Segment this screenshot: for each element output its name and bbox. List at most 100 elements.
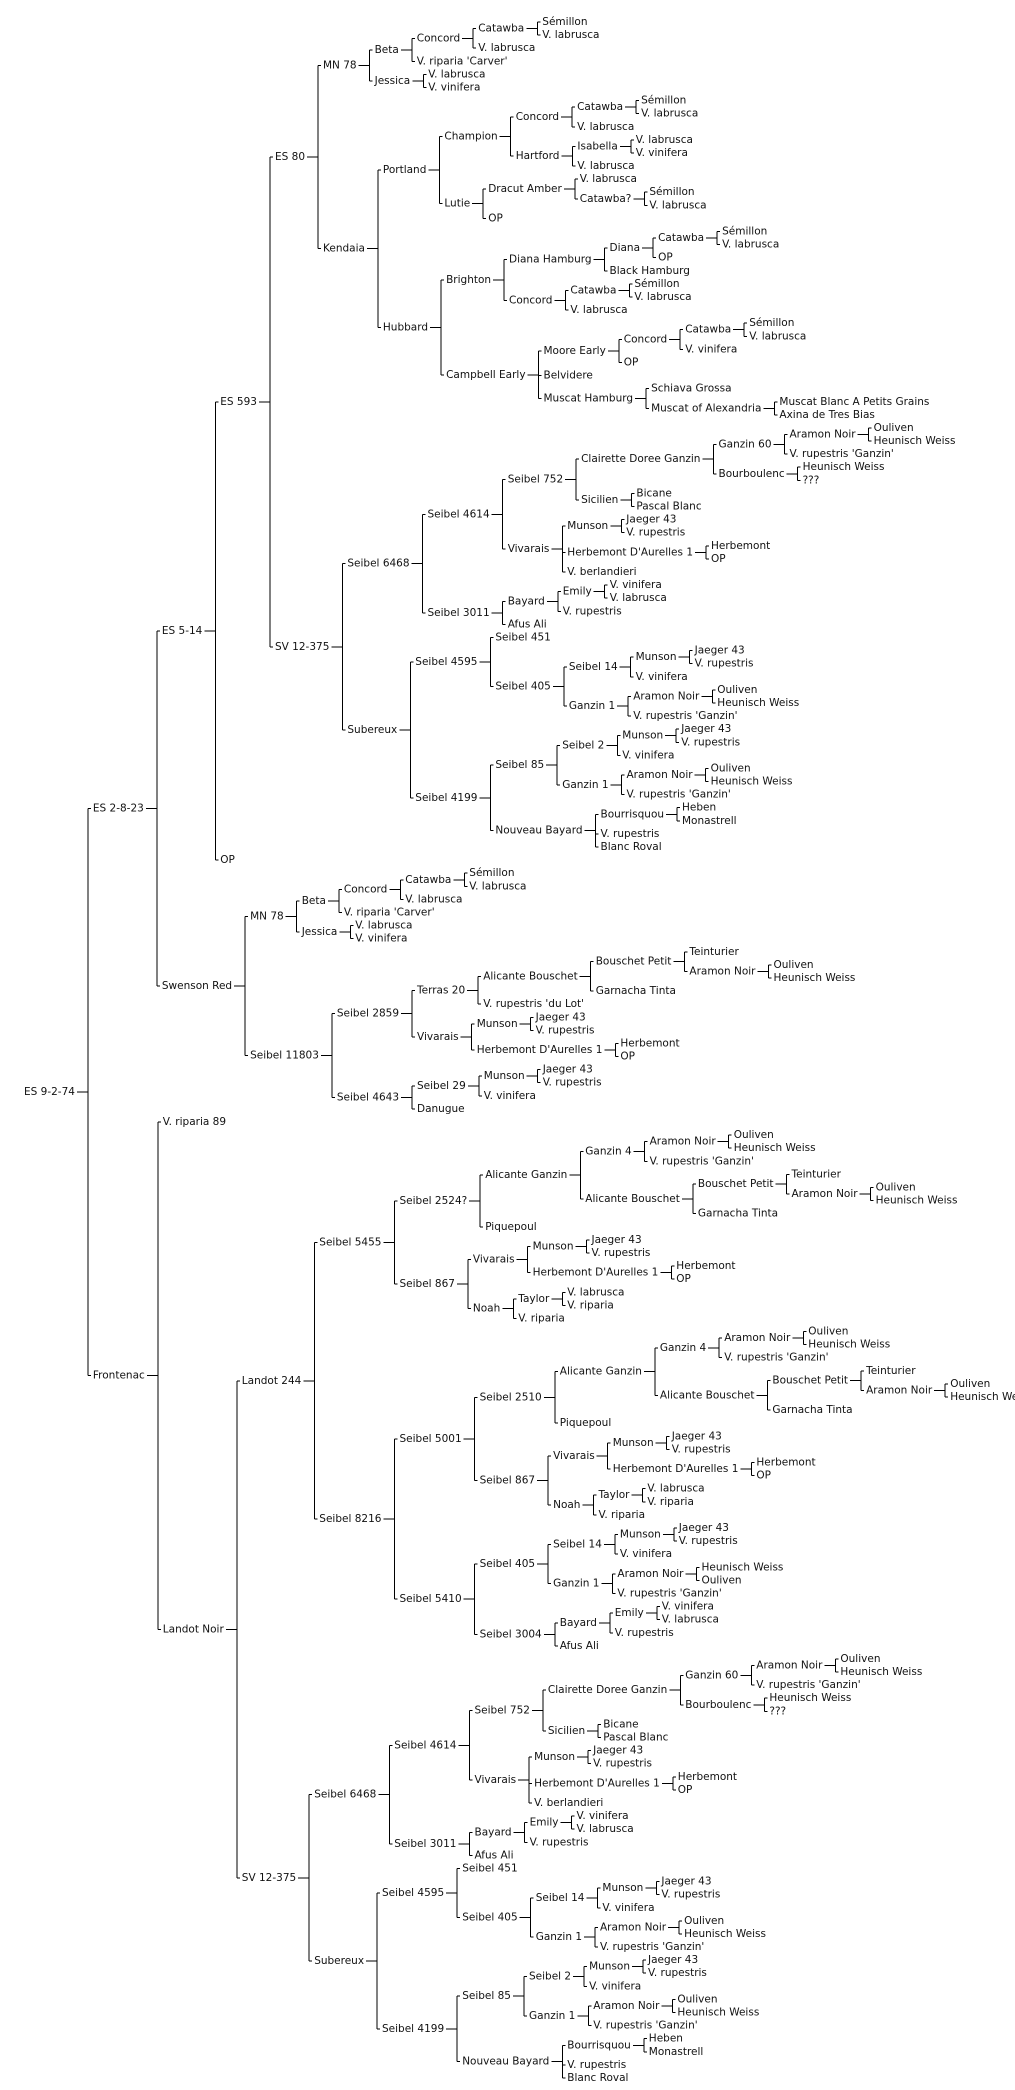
node-label-119: Heunisch Weiss [711,776,793,788]
node-label-90: Emily [563,586,592,598]
node-label-245: V. rupestris [615,1627,674,1639]
node-label-167: Landot Noir [163,1623,225,1635]
node-label-137: Jessica [301,926,338,938]
node-label-36: Hubbard [383,321,428,333]
node-label-260: Sicilien [548,1725,585,1737]
node-label-127: OP [220,854,235,866]
node-label-56: V. vinifera [685,343,737,355]
node-label-232: Jaeger 43 [678,1522,729,1534]
node-label-244: V. labrusca [662,1614,719,1626]
node-label-160: Munson [484,1070,525,1082]
node-label-31: V. labrusca [580,173,637,185]
node-label-256: V. rupestris 'Ganzin' [756,1679,860,1691]
node-label-193: Noah [473,1303,500,1315]
node-label-84: Herbemont D'Aurelles 1 [567,546,693,558]
node-label-180: Aramon Noir [792,1188,859,1200]
node-label-144: Bouschet Petit [596,956,672,968]
node-label-109: Seibel 4199 [415,792,477,804]
node-label-290: Heunisch Weiss [684,1928,766,1940]
node-label-155: Herbemont D'Aurelles 1 [477,1044,603,1056]
node-label-142: Terras 20 [416,984,465,996]
node-label-120: V. rupestris 'Ganzin' [627,789,731,801]
node-label-47: Sémillon [634,278,679,290]
node-label-101: Jaeger 43 [694,645,745,657]
node-label-121: Nouveau Bayard [495,825,582,837]
node-label-53: Catawba [685,324,731,336]
node-label-240: Seibel 3004 [480,1628,542,1640]
node-label-282: Seibel 14 [536,1892,585,1904]
node-label-139: V. vinifera [355,933,407,945]
node-label-281: Seibel 405 [462,1912,517,1924]
node-label-231: Munson [620,1529,661,1541]
node-label-242: Emily [615,1607,644,1619]
node-label-2: ES 5-14 [162,625,203,637]
node-label-156: Herbemont [620,1038,679,1050]
node-label-226: V. riparia [647,1496,694,1508]
node-label-54: Sémillon [749,317,794,329]
node-label-22: V. labrusca [641,108,698,120]
node-label-11: V. labrusca [478,42,535,54]
node-label-80: Vivarais [508,543,550,555]
node-label-278: Subereux [314,1955,364,1967]
node-label-284: Jaeger 43 [660,1876,711,1888]
node-label-211: Ouliven [950,1378,990,1390]
node-label-118: Ouliven [711,762,751,774]
node-label-229: Seibel 405 [480,1558,535,1570]
node-label-58: Belvidere [544,370,593,382]
node-label-38: Diana Hamburg [509,253,592,265]
node-label-18: Champion [444,131,497,143]
node-label-96: Seibel 4595 [415,656,477,668]
node-label-171: Alicante Ganzin [485,1169,567,1181]
node-label-39: Diana [610,242,641,254]
node-label-148: Heunisch Weiss [774,972,856,984]
node-label-128: Swenson Red [162,980,232,992]
node-label-89: Bayard [508,596,545,608]
node-label-204: Ouliven [808,1326,848,1338]
node-label-208: Bouschet Petit [772,1375,848,1387]
node-label-29: Lutie [444,198,470,210]
node-label-158: Seibel 4643 [337,1092,399,1104]
node-label-295: Munson [589,1961,630,1973]
node-label-51: Moore Early [544,345,606,357]
node-label-264: Munson [534,1751,575,1763]
node-label-263: Vivarais [475,1774,517,1786]
node-label-143: Alicante Bouschet [483,970,578,982]
node-label-157: OP [620,1051,635,1063]
node-label-291: V. rupestris 'Ganzin' [600,1941,704,1953]
node-label-212: Heunisch Weiss [950,1391,1015,1403]
node-label-37: Brighton [446,274,491,286]
node-label-306: Heben [649,2033,683,2045]
node-label-25: Isabella [577,140,617,152]
node-label-112: Munson [622,730,663,742]
node-label-131: Concord [344,884,387,896]
node-label-82: Jaeger 43 [625,514,676,526]
node-label-173: Aramon Noir [650,1136,717,1148]
node-label-166: V. riparia 89 [163,1116,226,1128]
node-label-214: Piquepoul [560,1417,611,1429]
node-label-97: Seibel 451 [495,632,550,644]
node-label-192: OP [676,1273,691,1285]
node-label-46: Catawba [570,285,616,297]
node-label-3: ES 593 [220,396,257,408]
node-label-223: Noah [553,1499,580,1511]
node-label-186: Vivarais [473,1254,515,1266]
node-label-63: Axina de Tres Bias [779,409,874,421]
node-label-293: Seibel 85 [462,1990,511,2002]
node-label-70: Aramon Noir [790,429,857,441]
node-label-168: Landot 244 [242,1375,302,1387]
node-label-234: V. vinifera [620,1548,672,1560]
node-label-294: Seibel 2 [529,1971,571,1983]
node-label-85: Herbemont [711,540,770,552]
node-label-122: Bourrisquou [601,808,665,820]
node-label-222: OP [756,1470,771,1482]
node-label-270: V. berlandieri [534,1797,603,1809]
node-label-195: V. labrusca [567,1286,624,1298]
node-label-187: Munson [533,1240,574,1252]
node-label-275: V. labrusca [577,1823,634,1835]
node-label-35: OP [488,212,503,224]
node-label-176: V. rupestris 'Ganzin' [650,1155,754,1167]
node-label-302: Heunisch Weiss [677,2007,759,2019]
node-label-48: V. labrusca [634,291,691,303]
node-label-230: Seibel 14 [553,1538,602,1550]
node-label-164: Danugue [417,1103,465,1115]
